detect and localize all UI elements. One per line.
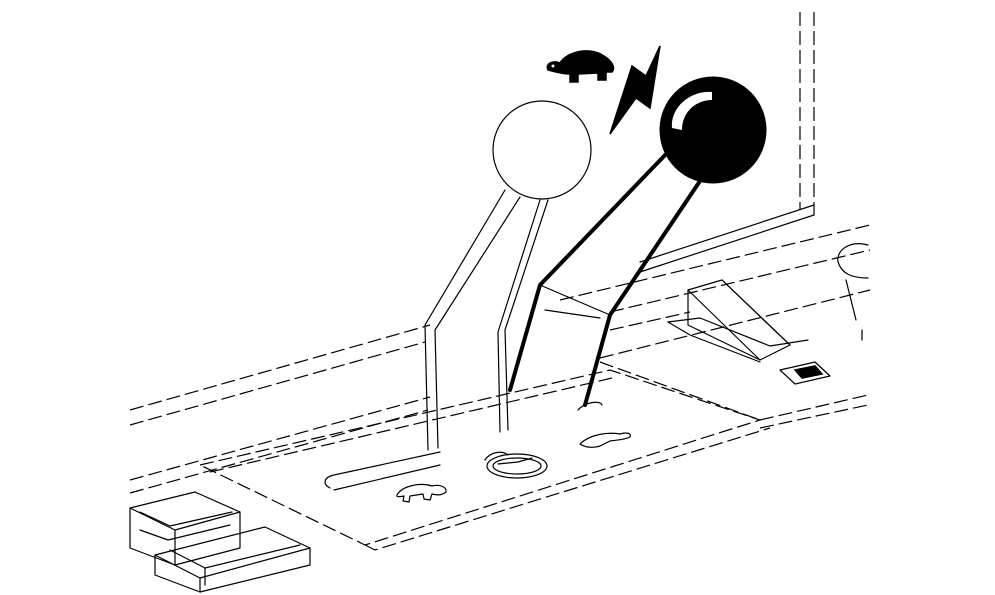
label-plate	[779, 361, 831, 385]
knob-highlight	[671, 91, 712, 130]
lever-shaft-rear	[583, 176, 704, 407]
secondary-knob[interactable]	[837, 243, 869, 341]
lever-quadrant-plate	[198, 369, 771, 551]
fast-position-icon	[579, 432, 631, 448]
rocker-switch-lower[interactable]	[154, 526, 311, 593]
console-deck	[129, 224, 871, 494]
active-lever[interactable]	[508, 76, 767, 407]
rocker-switch-upper[interactable]	[129, 491, 241, 566]
slow-position-icon	[396, 483, 447, 503]
phantom-lever	[424, 100, 592, 451]
wedge-button[interactable]	[667, 279, 809, 363]
rear-panel	[639, 12, 815, 273]
turtle-icon	[546, 50, 615, 83]
neutral-position-icon	[484, 451, 548, 479]
phantom-lever-knob	[492, 100, 592, 200]
speed-change-arrow-icon	[609, 45, 661, 135]
